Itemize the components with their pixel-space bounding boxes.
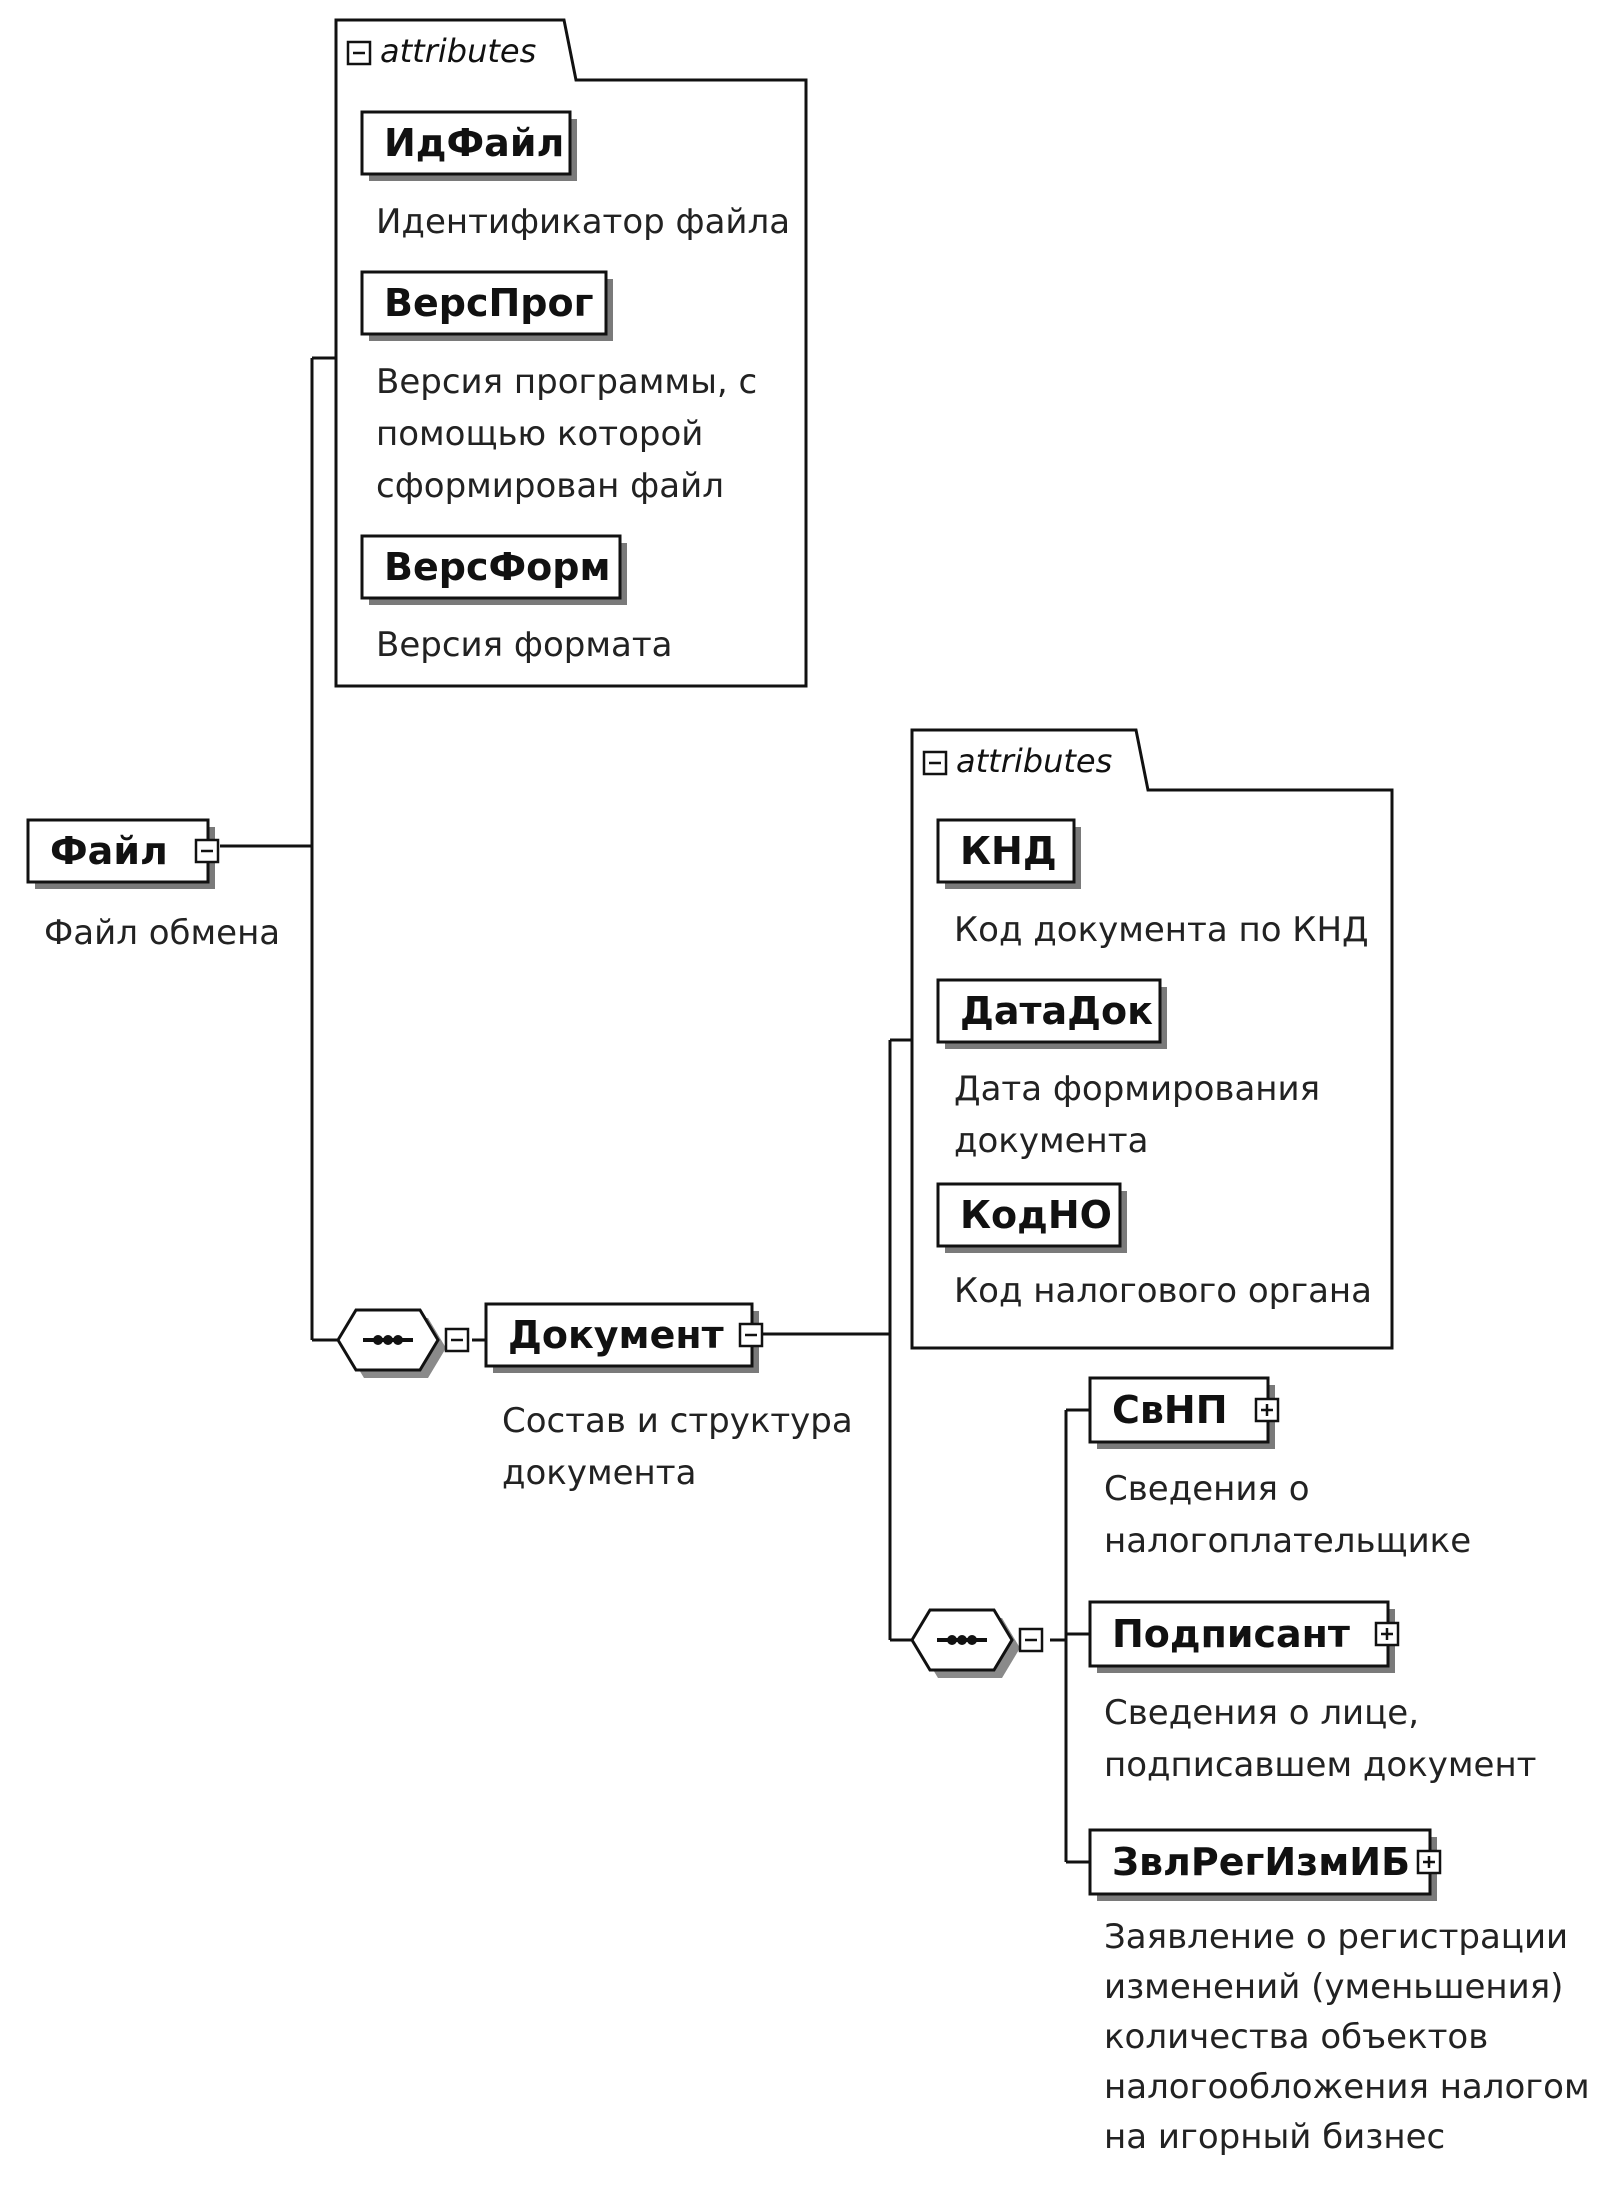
attribute-versprog[interactable]: ВерсПрог: [360, 270, 613, 341]
attribute-datadok[interactable]: ДатаДок: [936, 978, 1167, 1049]
sequence-compositor-dokument-collapse-icon[interactable]: [1018, 1627, 1044, 1653]
element-dokument-label: Документ: [508, 1313, 724, 1357]
element-svnp-doc-line-2: налогоплательщике: [1104, 1521, 1471, 1561]
attribute-kodno-doc: Код налогового органа: [954, 1271, 1372, 1311]
attribute-datadok-doc-line-2: документа: [954, 1121, 1148, 1161]
element-dokument-doc-line-2: документа: [502, 1453, 696, 1493]
attributes-panel-dokument-label: attributes: [956, 742, 1112, 780]
attribute-versform[interactable]: ВерсФорм: [360, 534, 627, 605]
element-dokument-doc-line-1: Состав и структура: [502, 1401, 853, 1441]
element-fail-collapse-icon[interactable]: [194, 838, 220, 864]
element-dokument[interactable]: Документ: [484, 1302, 759, 1373]
element-podpisant-doc-line-2: подписавшем документ: [1104, 1745, 1537, 1785]
attribute-idfail-doc: Идентификатор файла: [376, 202, 790, 242]
element-zvlregizmib-doc-line-2: изменений (уменьшения): [1104, 1967, 1563, 2007]
sequence-compositor-dokument[interactable]: [910, 1608, 1020, 1678]
attributes-panel-fail: attributes: [334, 18, 808, 688]
element-podpisant-expand-icon[interactable]: [1374, 1621, 1400, 1647]
element-fail[interactable]: Файл: [26, 818, 215, 889]
attribute-kodno[interactable]: КодНО: [936, 1182, 1127, 1253]
attribute-idfail[interactable]: ИдФайл: [360, 110, 577, 181]
element-svnp-expand-icon[interactable]: [1254, 1397, 1280, 1423]
element-podpisant[interactable]: Подписант: [1088, 1600, 1395, 1673]
attributes-panel-dokument-collapse-icon[interactable]: [922, 750, 948, 776]
element-svnp-label: СвНП: [1112, 1388, 1228, 1432]
element-svnp-doc-line-1: Сведения о: [1104, 1469, 1310, 1509]
attribute-idfail-label: ИдФайл: [384, 121, 564, 165]
element-zvlregizmib-doc-line-1: Заявление о регистрации: [1104, 1917, 1568, 1957]
element-podpisant-doc-line-1: Сведения о лице,: [1104, 1693, 1419, 1733]
element-fail-label: Файл: [50, 829, 168, 873]
attribute-versprog-doc-line-3: сформирован файл: [376, 466, 724, 506]
attribute-versform-label: ВерсФорм: [384, 545, 611, 589]
element-zvlregizmib[interactable]: ЗвлРегИзмИБ: [1088, 1828, 1437, 1901]
attribute-knd-label: КНД: [960, 829, 1057, 873]
attributes-panel-fail-collapse-icon[interactable]: [346, 40, 372, 66]
element-dokument-collapse-icon[interactable]: [738, 1322, 764, 1348]
attribute-datadok-doc-line-1: Дата формирования: [954, 1069, 1320, 1109]
element-podpisant-label: Подписант: [1112, 1612, 1350, 1656]
element-zvlregizmib-doc-line-3: количества объектов: [1104, 2017, 1488, 2057]
attribute-kodno-label: КодНО: [960, 1193, 1112, 1237]
element-zvlregizmib-label: ЗвлРегИзмИБ: [1112, 1840, 1410, 1884]
attribute-versprog-label: ВерсПрог: [384, 281, 593, 325]
attribute-versprog-doc-line-2: помощью которой: [376, 414, 703, 454]
attribute-datadok-label: ДатаДок: [960, 989, 1153, 1033]
attribute-knd[interactable]: КНД: [936, 818, 1081, 889]
attributes-panel-fail-label: attributes: [380, 32, 536, 70]
element-zvlregizmib-expand-icon[interactable]: [1416, 1849, 1442, 1875]
attribute-versprog-doc-line-1: Версия программы, с: [376, 362, 757, 402]
sequence-compositor-fail[interactable]: [336, 1308, 446, 1378]
element-zvlregizmib-doc-line-4: налогообложения налогом: [1104, 2067, 1590, 2107]
attribute-knd-doc: Код документа по КНД: [954, 910, 1369, 950]
element-svnp[interactable]: СвНП: [1088, 1376, 1275, 1449]
element-fail-doc: Файл обмена: [44, 913, 280, 953]
attribute-versform-doc: Версия формата: [376, 625, 672, 665]
element-zvlregizmib-doc-line-5: на игорный бизнес: [1104, 2117, 1445, 2157]
sequence-compositor-fail-collapse-icon[interactable]: [444, 1327, 470, 1353]
